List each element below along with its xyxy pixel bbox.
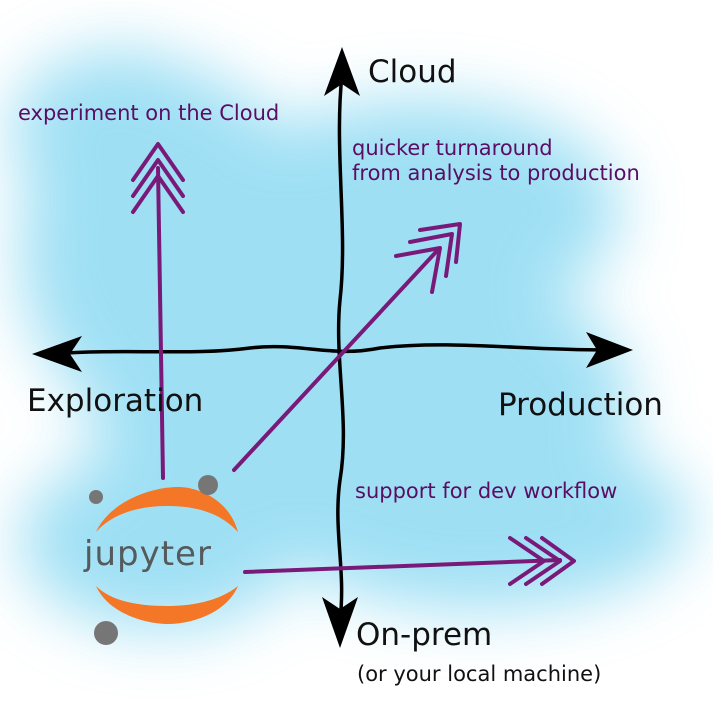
arrow-up-chevron-2 [131,142,185,182]
axis-arrowheads [32,47,633,648]
jupyter-wordmark: jupyter [84,534,212,574]
logo-dot-top-right [198,475,218,495]
axis-label-on-prem: On-prem [356,617,493,653]
arrow-right-chevron-2 [524,536,562,586]
axes [48,73,607,622]
arrowhead-down [322,597,358,648]
axis-label-production: Production [498,387,663,423]
annotation-dev-workflow: support for dev workflow [355,479,618,503]
axis-label-exploration: Exploration [27,383,204,419]
logo-dot-top-left [89,490,103,504]
arrow-up-chevron-1 [131,158,185,198]
annotation-experiment-cloud: experiment on the Cloud [18,101,280,125]
arrow-diagonal-chevron-3 [418,222,462,264]
arrow-diagonal-chevron-2 [408,232,454,278]
arrowhead-left [32,336,82,372]
arrow-right-chevron-1 [508,536,546,586]
axis-sublabel-local-machine: (or your local machine) [357,662,602,686]
arrowhead-up [324,47,360,96]
horizontal-axis-line [48,343,607,356]
arrow-diagonal-chevron-1 [394,246,442,294]
arrowhead-right [586,332,633,368]
arrow-up-shaft [156,166,165,480]
arrow-up-chevron-3 [131,174,185,214]
axis-label-cloud: Cloud [368,54,457,90]
logo-bottom-arc [96,586,238,624]
vertical-axis-line [336,73,346,622]
jupyter-logo [89,475,238,645]
logo-dot-bottom-left [94,621,118,645]
logo-top-arc [96,486,238,532]
annotation-turnaround-line2: from analysis to production [352,161,640,185]
purple-arrows [131,142,576,586]
arrow-diagonal-shaft [232,250,438,472]
annotation-turnaround-line1: quicker turnaround [352,136,553,160]
background-glow [10,50,690,630]
arrow-right-chevron-3 [540,536,576,586]
arrow-right-shaft [243,558,562,574]
